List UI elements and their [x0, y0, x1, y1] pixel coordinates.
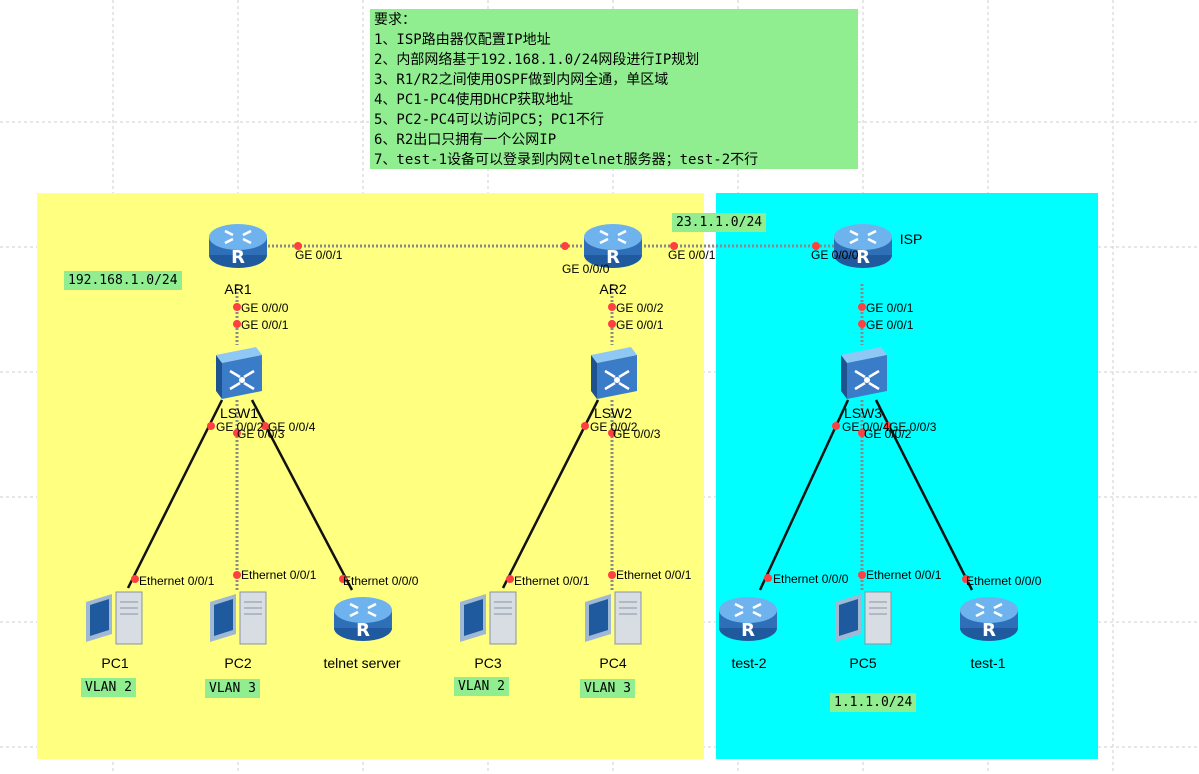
svg-text:R: R: [982, 620, 996, 641]
port-label: GE 0/0/4: [842, 420, 890, 434]
test2-label: test-2: [731, 655, 767, 671]
lsw1-label: LSW1: [219, 405, 259, 421]
requirement-item: 4、PC1-PC4使用DHCP获取地址: [374, 92, 574, 108]
port-label: GE 0/0/2: [864, 427, 912, 441]
isp-label: ISP: [899, 231, 923, 247]
port-label: GE 0/0/1: [668, 248, 716, 262]
port-label: GE 0/0/2: [590, 420, 638, 434]
subnet-wan-tag: 23.1.1.0/24: [672, 213, 767, 232]
port-label: GE 0/0/4: [268, 420, 316, 434]
port-label: GE 0/0/3: [889, 420, 937, 434]
port-label: GE 0/0/2: [216, 420, 264, 434]
requirement-item: 7、test-1设备可以登录到内网telnet服务器；test-2不行: [374, 152, 759, 168]
requirement-item: 1、ISP路由器仅配置IP地址: [374, 32, 551, 48]
svg-text:R: R: [231, 247, 245, 268]
svg-text:R: R: [606, 247, 620, 268]
port-label: GE 0/0/1: [295, 248, 343, 262]
requirement-item: 2、内部网络基于192.168.1.0/24网段进行IP规划: [374, 52, 700, 68]
subnet-isp-lan-tag: 1.1.1.0/24: [830, 693, 917, 712]
vlan-tag-pc1: VLAN 2: [81, 678, 136, 697]
svg-text:R: R: [356, 620, 370, 641]
port-label: GE 0/0/1: [241, 318, 289, 332]
port-label: GE 0/0/1: [866, 301, 914, 315]
link-lsw2-pc3: [501, 399, 600, 589]
port-label: GE 0/0/3: [237, 427, 285, 441]
pc2-computer-icon[interactable]: [206, 588, 272, 648]
test2-router-icon[interactable]: R: [717, 592, 779, 644]
isp-router-icon[interactable]: R: [832, 219, 894, 271]
port-label: GE 0/0/1: [866, 318, 914, 332]
vlan-tag-pc2: VLAN 3: [205, 679, 260, 698]
requirement-item: 3、R1/R2之间使用OSPF做到内网全通，单区域: [374, 72, 669, 88]
link-lsw1-telnet: [250, 399, 354, 591]
requirements-title: 要求：: [374, 12, 416, 28]
pc5-computer-icon[interactable]: [831, 588, 897, 648]
requirement-item: 6、R2出口只拥有一个公网IP: [374, 132, 557, 148]
ar1-label: AR1: [224, 281, 252, 297]
subnet-inner-tag: 192.168.1.0/24: [64, 271, 182, 290]
ar2-label: AR2: [599, 281, 627, 297]
lsw1-switch-icon[interactable]: [208, 345, 264, 401]
ar2-router-icon[interactable]: R: [582, 219, 644, 271]
pc2-label: PC2: [224, 655, 252, 671]
telnet-server-router-icon[interactable]: R: [332, 592, 394, 644]
svg-text:R: R: [856, 247, 870, 268]
link-lsw3-test1: [874, 399, 974, 591]
port-label: Ethernet 0/0/0: [773, 572, 849, 586]
svg-text:R: R: [741, 620, 755, 641]
port-label: Ethernet 0/0/0: [343, 574, 419, 588]
test1-router-icon[interactable]: R: [958, 592, 1020, 644]
port-label: Ethernet 0/0/0: [966, 574, 1042, 588]
telnet-server-label: telnet server: [323, 655, 401, 671]
isp-network-zone: [716, 193, 1098, 759]
lsw3-switch-icon[interactable]: [833, 345, 889, 401]
pc1-computer-icon[interactable]: [82, 588, 148, 648]
pc3-label: PC3: [474, 655, 502, 671]
port-label: Ethernet 0/0/1: [866, 568, 942, 582]
port-label: GE 0/0/0: [811, 248, 859, 262]
pc3-computer-icon[interactable]: [456, 588, 522, 648]
port-label: Ethernet 0/0/1: [616, 568, 692, 582]
requirement-item: 5、PC2-PC4可以访问PC5；PC1不行: [374, 112, 605, 128]
test1-label: test-1: [970, 655, 1006, 671]
port-label: GE 0/0/1: [616, 318, 664, 332]
ar1-router-icon[interactable]: R: [207, 219, 269, 271]
port-label: Ethernet 0/0/1: [241, 568, 317, 582]
port-label: Ethernet 0/0/1: [139, 574, 215, 588]
port-label: Ethernet 0/0/1: [514, 574, 590, 588]
vlan-tag-pc3: VLAN 2: [454, 677, 509, 696]
link-lsw1-pc1: [126, 399, 224, 589]
port-label: GE 0/0/0: [241, 301, 289, 315]
vlan-tag-pc4: VLAN 3: [580, 679, 635, 698]
link-lsw3-test2: [758, 399, 850, 591]
requirements-note: 要求： 1、ISP路由器仅配置IP地址 2、内部网络基于192.168.1.0/…: [370, 9, 858, 169]
pc1-label: PC1: [101, 655, 129, 671]
port-label: GE 0/0/3: [613, 427, 661, 441]
pc4-computer-icon[interactable]: [581, 588, 647, 648]
port-label: GE 0/0/0: [562, 262, 610, 276]
port-label: GE 0/0/2: [616, 301, 664, 315]
lsw2-switch-icon[interactable]: [583, 345, 639, 401]
lsw2-label: LSW2: [593, 405, 633, 421]
pc5-label: PC5: [849, 655, 877, 671]
pc4-label: PC4: [599, 655, 627, 671]
lsw3-label: LSW3: [843, 405, 883, 421]
